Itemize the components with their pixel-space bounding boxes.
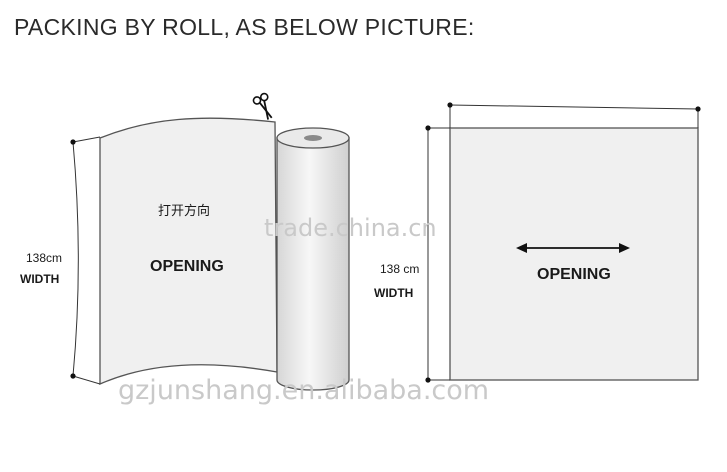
unrolled-sheet (99, 117, 278, 385)
right-width-value: 138 cm (380, 262, 419, 276)
watermark-bottom: gzjunshang.en.alibaba.com (118, 375, 489, 406)
fabric-roll (276, 127, 350, 391)
opening-arrow (516, 243, 630, 253)
watermark-top: trade.china.cn (264, 214, 437, 242)
roll-diagram: 138cm WIDTH 打开方向 OPENING (20, 92, 350, 391)
right-dimension-line (425, 125, 450, 383)
page-title: PACKING BY ROLL, AS BELOW PICTURE: (14, 14, 475, 40)
left-opening-label: OPENING (150, 258, 224, 275)
opened-sheet (449, 127, 699, 381)
opened-sheet-diagram: OPENING 138 cm WIDTH (374, 102, 701, 383)
chinese-direction-text: 打开方向 (158, 203, 210, 218)
right-opening-label: OPENING (537, 266, 611, 283)
scissors-icon (252, 92, 273, 120)
roll-core (304, 135, 322, 141)
left-dimension-line (70, 136, 101, 385)
right-width-label: WIDTH (374, 286, 413, 300)
left-width-value: 138cm (26, 251, 62, 265)
left-width-label: WIDTH (20, 272, 59, 286)
top-dimension-line (447, 102, 701, 128)
